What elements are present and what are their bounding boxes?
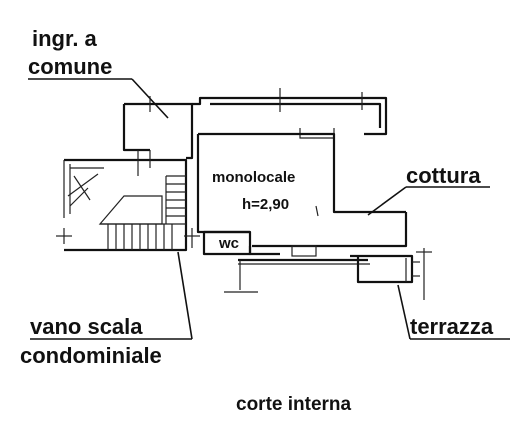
wc-label: wc: [218, 235, 239, 252]
entrance-label-line2: comune: [28, 54, 112, 79]
courtyard-label: corte interna: [236, 394, 352, 415]
entrance-room: [122, 96, 194, 160]
terrace-area: [350, 248, 432, 300]
bottom-balcony: [224, 258, 370, 293]
terrace-label: terrazza: [410, 314, 494, 339]
leader-lines: [28, 78, 510, 340]
entrance-label-line1: ingr. a: [32, 26, 98, 51]
studio-room: [196, 132, 408, 248]
studio-label: monolocale: [212, 169, 295, 186]
top-wall: [192, 88, 388, 139]
wc-room: [202, 230, 317, 257]
ceiling-height-label: h=2,90: [242, 196, 289, 213]
staircase: [56, 150, 200, 252]
stairwell-label-line2: condominiale: [20, 343, 162, 368]
kitchen-label: cottura: [406, 163, 481, 188]
stairwell-label-line1: vano scala: [30, 314, 143, 339]
